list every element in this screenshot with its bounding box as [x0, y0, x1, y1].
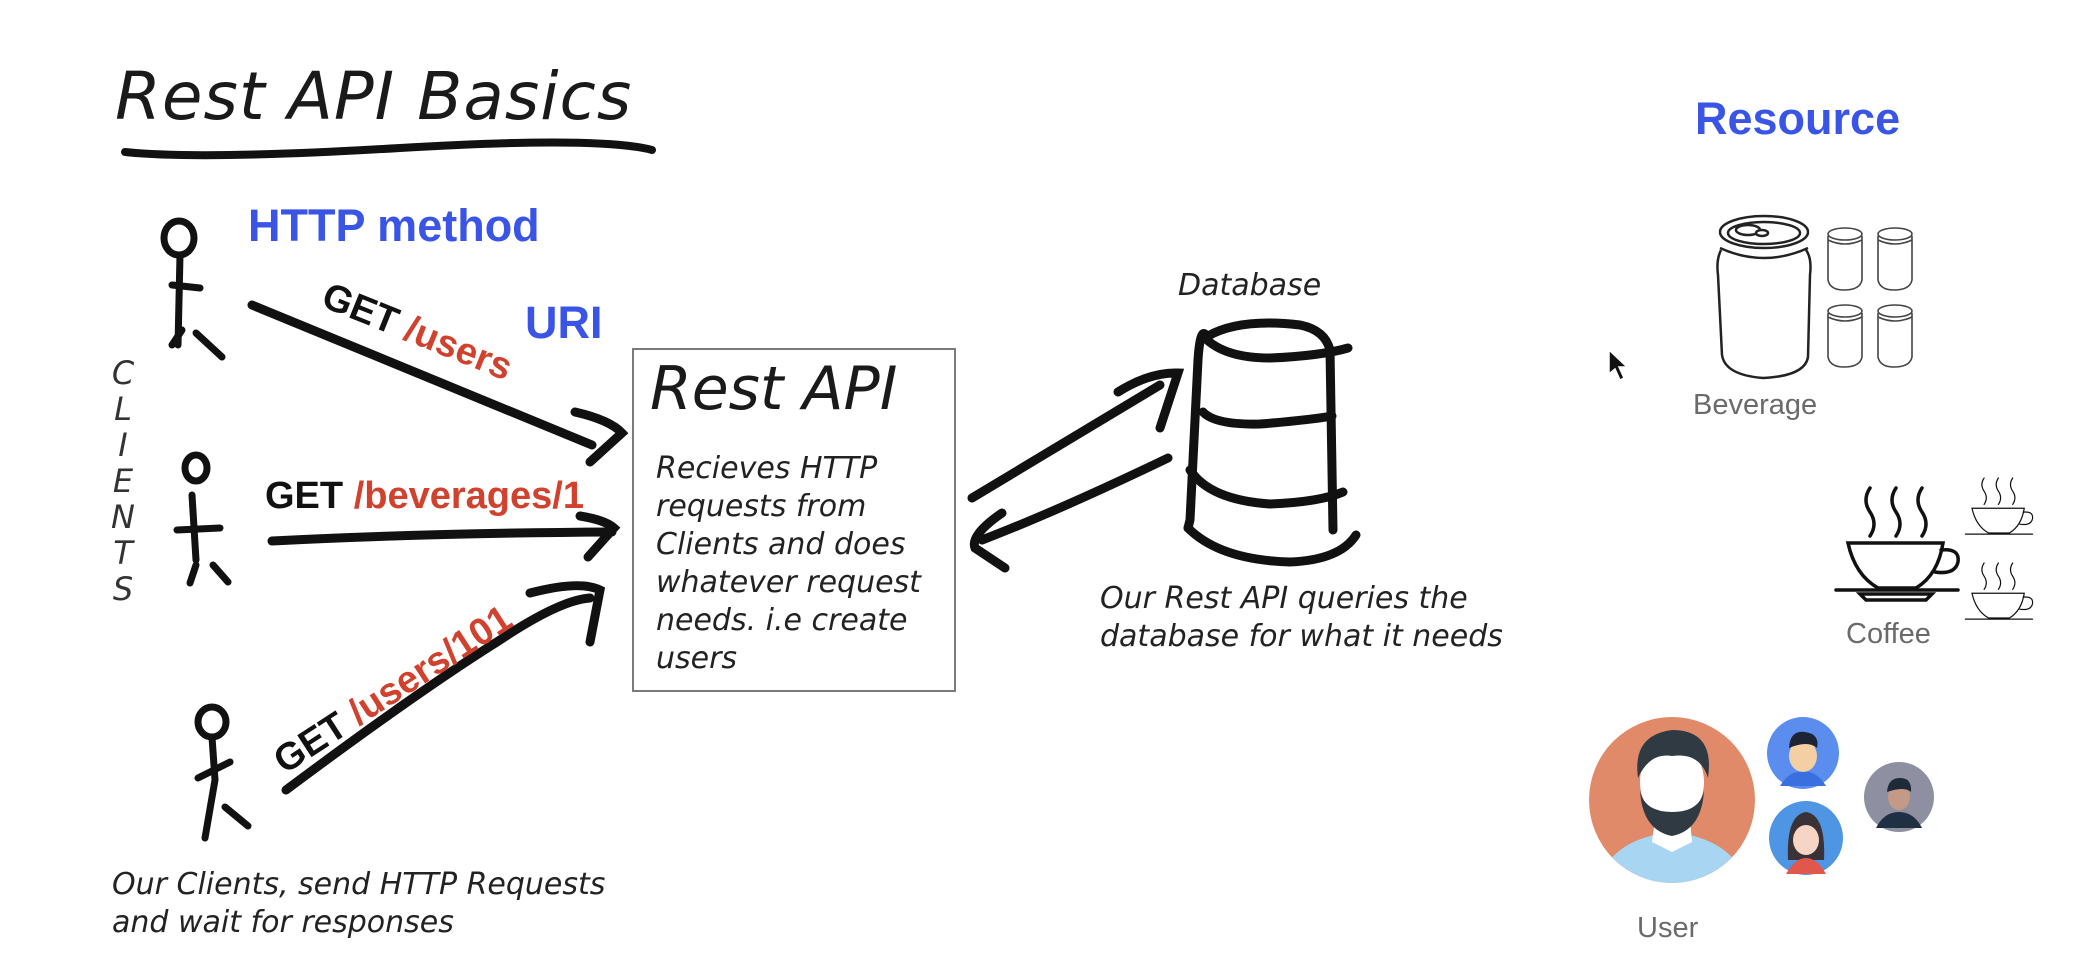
response-arrow-from-database — [969, 453, 1173, 573]
mouse-cursor-icon — [1608, 348, 1629, 382]
clients-letter: I — [118, 426, 128, 464]
rest-api-box: Rest API Recieves HTTP requests from Cli… — [632, 348, 956, 692]
user-avatar-boy-icon — [1767, 717, 1839, 789]
description-line: and wait for responses — [112, 905, 454, 940]
clients-letter: S — [112, 570, 134, 608]
coffee-label: Coffee — [1846, 618, 1931, 650]
clients-letter: E — [112, 462, 134, 500]
description-line: whatever request — [656, 565, 921, 600]
query-arrow-to-database — [967, 368, 1185, 503]
request-label-2: GET /beverages/1 — [265, 475, 584, 518]
description-line: Recieves HTTP — [656, 451, 878, 486]
clients-letter: C — [111, 354, 135, 392]
user-label: User — [1637, 912, 1699, 944]
uri-label: URI — [525, 297, 603, 348]
title-underline — [121, 138, 656, 160]
description-line: requests from — [656, 489, 867, 524]
description-line: needs. i.e create — [656, 603, 908, 638]
clients-letter: L — [114, 390, 132, 428]
description-line: Our Rest API queries the — [1100, 581, 1468, 616]
clients-letter: N — [111, 498, 135, 536]
database-icon — [1183, 318, 1361, 567]
http-method-label: HTTP method — [248, 200, 540, 251]
beverage-small-cans-icon — [1827, 227, 1913, 368]
database-label: Database — [1178, 268, 1322, 303]
coffee-small-cups-icon — [1964, 477, 2034, 620]
beverage-big-can-icon — [1716, 214, 1812, 380]
request-arrow-3 — [281, 581, 606, 795]
database-description: Our Rest API queries the database for wh… — [1100, 580, 1503, 656]
slide-title: Rest API Basics — [115, 58, 633, 135]
user-avatar-large-icon — [1589, 717, 1755, 883]
client-figure-3-icon — [194, 703, 252, 842]
clients-letter: T — [113, 534, 133, 572]
rest-api-title: Rest API — [650, 354, 898, 424]
user-avatar-girl-icon — [1769, 801, 1843, 875]
request-path: /beverages/1 — [353, 475, 584, 517]
client-figure-2-icon — [173, 451, 232, 587]
rest-api-description: Recieves HTTP requests from Clients and … — [656, 450, 956, 678]
clients-vertical-label: C L I E N T S — [108, 355, 138, 607]
resource-label: Resource — [1695, 93, 1901, 144]
user-avatar-man-icon — [1864, 762, 1934, 832]
description-line: Clients and does — [656, 527, 906, 562]
beverage-label: Beverage — [1693, 389, 1818, 421]
clients-description: Our Clients, send HTTP Requests and wait… — [112, 866, 605, 942]
description-line: users — [656, 641, 738, 676]
coffee-big-cup-icon — [1834, 486, 1960, 602]
request-method: GET — [265, 475, 344, 517]
request-arrow-1 — [247, 300, 629, 467]
client-figure-1-icon — [160, 217, 226, 361]
description-line: database for what it needs — [1100, 619, 1503, 654]
request-arrow-2 — [267, 511, 621, 562]
description-line: Our Clients, send HTTP Requests — [112, 867, 606, 902]
